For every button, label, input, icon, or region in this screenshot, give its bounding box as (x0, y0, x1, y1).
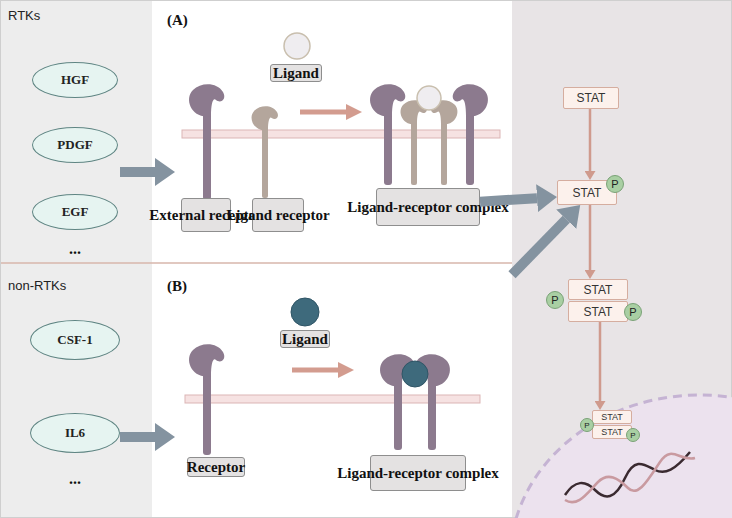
pathway-panel: (B)LigandReceptorLigand-receptor complex (175, 264, 512, 518)
ligand-oval: IL6 (30, 413, 120, 453)
ligand-oval: CSF-1 (30, 320, 120, 360)
stat-box: STAT (568, 279, 628, 300)
label-box: Ligand-receptor complex (376, 188, 480, 226)
flow-arrow (599, 322, 602, 401)
phospho-circle: P (580, 418, 594, 432)
receptor-head (370, 84, 405, 116)
node-text: STAT (601, 412, 623, 422)
node-text: Receptor (187, 459, 245, 476)
node-text: (A) (167, 12, 188, 29)
group-panel: RTKsHGF PDGF EGF (0, 0, 120, 262)
phospho-circle: P (606, 175, 624, 193)
ligand-oval: HGF (32, 62, 118, 98)
receptor-head (453, 84, 488, 116)
ligand-oval: EGF (32, 194, 118, 230)
label-box: Receptor (187, 457, 245, 477)
signal-arrow (120, 432, 155, 442)
phospho-circle: P (626, 428, 640, 442)
receptor-head (189, 344, 224, 376)
node-text: STAT (584, 283, 613, 297)
left-panel-bg (0, 0, 152, 518)
node-text: P (584, 421, 589, 430)
membrane (182, 130, 500, 138)
stat-box: STAT P (557, 180, 617, 205)
ligand-circle (291, 298, 319, 326)
node-text: IL6 (65, 425, 85, 441)
node-text: STAT (577, 91, 606, 105)
stat-box: STAT (592, 410, 632, 424)
node-text: P (611, 178, 618, 190)
dna-strand (565, 452, 690, 496)
node-text: PDGF (57, 137, 92, 153)
process-arrow-head (346, 104, 362, 120)
stat-box: STAT (563, 87, 619, 109)
node-text: Ligand-receptor complex (347, 199, 509, 216)
pathway-panel: (A)LigandExternal receptorLigand recepto… (175, 0, 512, 262)
label-box: External receptor (181, 198, 231, 232)
node-text: HGF (61, 72, 89, 88)
label-box: Ligand-receptor complex (370, 455, 466, 491)
ligand-circle (284, 33, 310, 59)
signal-arrow (120, 167, 155, 177)
ligand-circle (402, 361, 428, 387)
label-box: Ligand receptor (252, 198, 304, 232)
middle-panel-bg (152, 0, 512, 518)
node-text: RTKs (8, 8, 40, 23)
node-text: non-RTKs (8, 278, 66, 293)
ellipsis-label: ... (55, 240, 95, 258)
node-text: Ligand (282, 331, 328, 348)
node-text: Ligand-receptor complex (337, 465, 499, 482)
node-text: STAT (584, 305, 613, 319)
divider-line (0, 262, 512, 264)
process-arrow (300, 110, 348, 115)
node-text: Ligand receptor (226, 207, 329, 224)
node-text: CSF-1 (57, 332, 92, 348)
node-text: P (630, 431, 635, 440)
node-text: EGF (62, 204, 89, 220)
node-text: STAT (601, 427, 623, 437)
ellipsis-label: ... (55, 470, 95, 488)
label-box: Ligand (270, 64, 322, 82)
flow-arrow (589, 205, 592, 270)
dna-strand (565, 454, 695, 502)
phospho-circle: P (624, 303, 642, 321)
receptor-head (252, 106, 278, 130)
label-box: Ligand (280, 330, 330, 348)
group-panel: non-RTKsCSF-1IL6 (0, 264, 120, 518)
nucleus (510, 395, 732, 518)
signal-arrow (480, 198, 537, 202)
node-text: STAT (573, 186, 602, 200)
node-text: P (551, 294, 558, 306)
process-arrow-head (338, 362, 354, 378)
node-text: P (629, 306, 636, 318)
node-text: Ligand (273, 65, 319, 82)
signal-arrow (512, 219, 566, 274)
process-arrow (292, 368, 340, 373)
node-text: (B) (167, 278, 187, 295)
ligand-circle (417, 86, 441, 110)
flow-arrow (589, 109, 592, 171)
receptor-head (189, 84, 224, 116)
phospho-circle: P (546, 291, 564, 309)
stat-box: STAT (568, 301, 628, 322)
ligand-oval: PDGF (32, 127, 118, 163)
